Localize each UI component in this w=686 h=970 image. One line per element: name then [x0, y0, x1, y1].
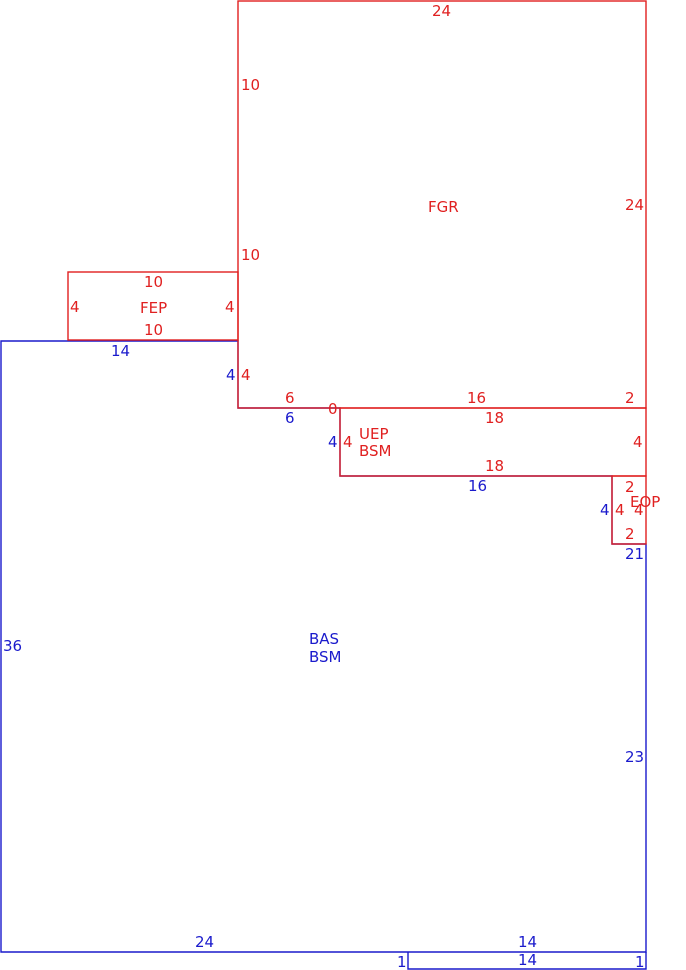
dim-eop-left-blue: 4 [600, 501, 610, 519]
dim-bas-left: 36 [3, 637, 22, 655]
bas-label: BAS [309, 630, 339, 648]
dim-eop-left-red: 4 [615, 501, 625, 519]
fgr-label: FGR [428, 198, 459, 216]
dim-fgr-right: 24 [625, 196, 644, 214]
eop-outline [611, 475, 647, 545]
dim-fgr-step: 4 [241, 366, 251, 384]
dim-eop-right: 4 [634, 501, 644, 519]
dim-bump-left: 1 [397, 953, 407, 970]
dim-bas-top-left: 14 [111, 342, 130, 360]
uep-outline [339, 407, 647, 477]
dim-bump-bottom: 14 [518, 951, 537, 969]
uep-sublabel: BSM [359, 442, 392, 460]
dim-fep-top: 10 [144, 273, 163, 291]
fep-label: FEP [140, 299, 167, 317]
dim-eop-bottom: 2 [625, 525, 635, 543]
dim-eop-top: 2 [625, 478, 635, 496]
dim-fep-left: 4 [70, 298, 80, 316]
dim-bump-right: 1 [635, 953, 645, 970]
fep-outline [67, 271, 239, 341]
dim-red-step-6: 6 [285, 389, 295, 407]
eop-label: EOP [630, 493, 660, 511]
bas-bump-outline [407, 952, 647, 970]
dim-uep-left-blue: 4 [328, 433, 338, 451]
dim-bas-right-21: 21 [625, 545, 644, 563]
uep-label: UEP [359, 425, 389, 443]
dim-red-zero: 0 [328, 400, 338, 418]
dim-fep-right: 4 [225, 298, 235, 316]
dim-uep-left-red: 4 [343, 433, 353, 451]
bas-sublabel: BSM [309, 648, 342, 666]
dim-bas-right-23: 23 [625, 748, 644, 766]
dim-uep-bottom: 18 [485, 457, 504, 475]
dim-fgr-top: 24 [432, 2, 451, 20]
dim-blue-step-6: 6 [285, 409, 295, 427]
dim-bas-bottom: 24 [195, 933, 214, 951]
dim-bas-bottom-right: 14 [518, 933, 537, 951]
dim-uep-right: 4 [633, 433, 643, 451]
dim-fgr-bottom-2: 2 [625, 389, 635, 407]
dim-bas-step: 4 [226, 366, 236, 384]
dim-bas-under-uep: 16 [468, 477, 487, 495]
dim-fep-bottom: 10 [144, 321, 163, 339]
dim-fgr-bottom-16: 16 [467, 389, 486, 407]
dim-fgr-left-lower: 10 [241, 246, 260, 264]
dim-uep-top: 18 [485, 409, 504, 427]
dim-fgr-left-upper: 10 [241, 76, 260, 94]
